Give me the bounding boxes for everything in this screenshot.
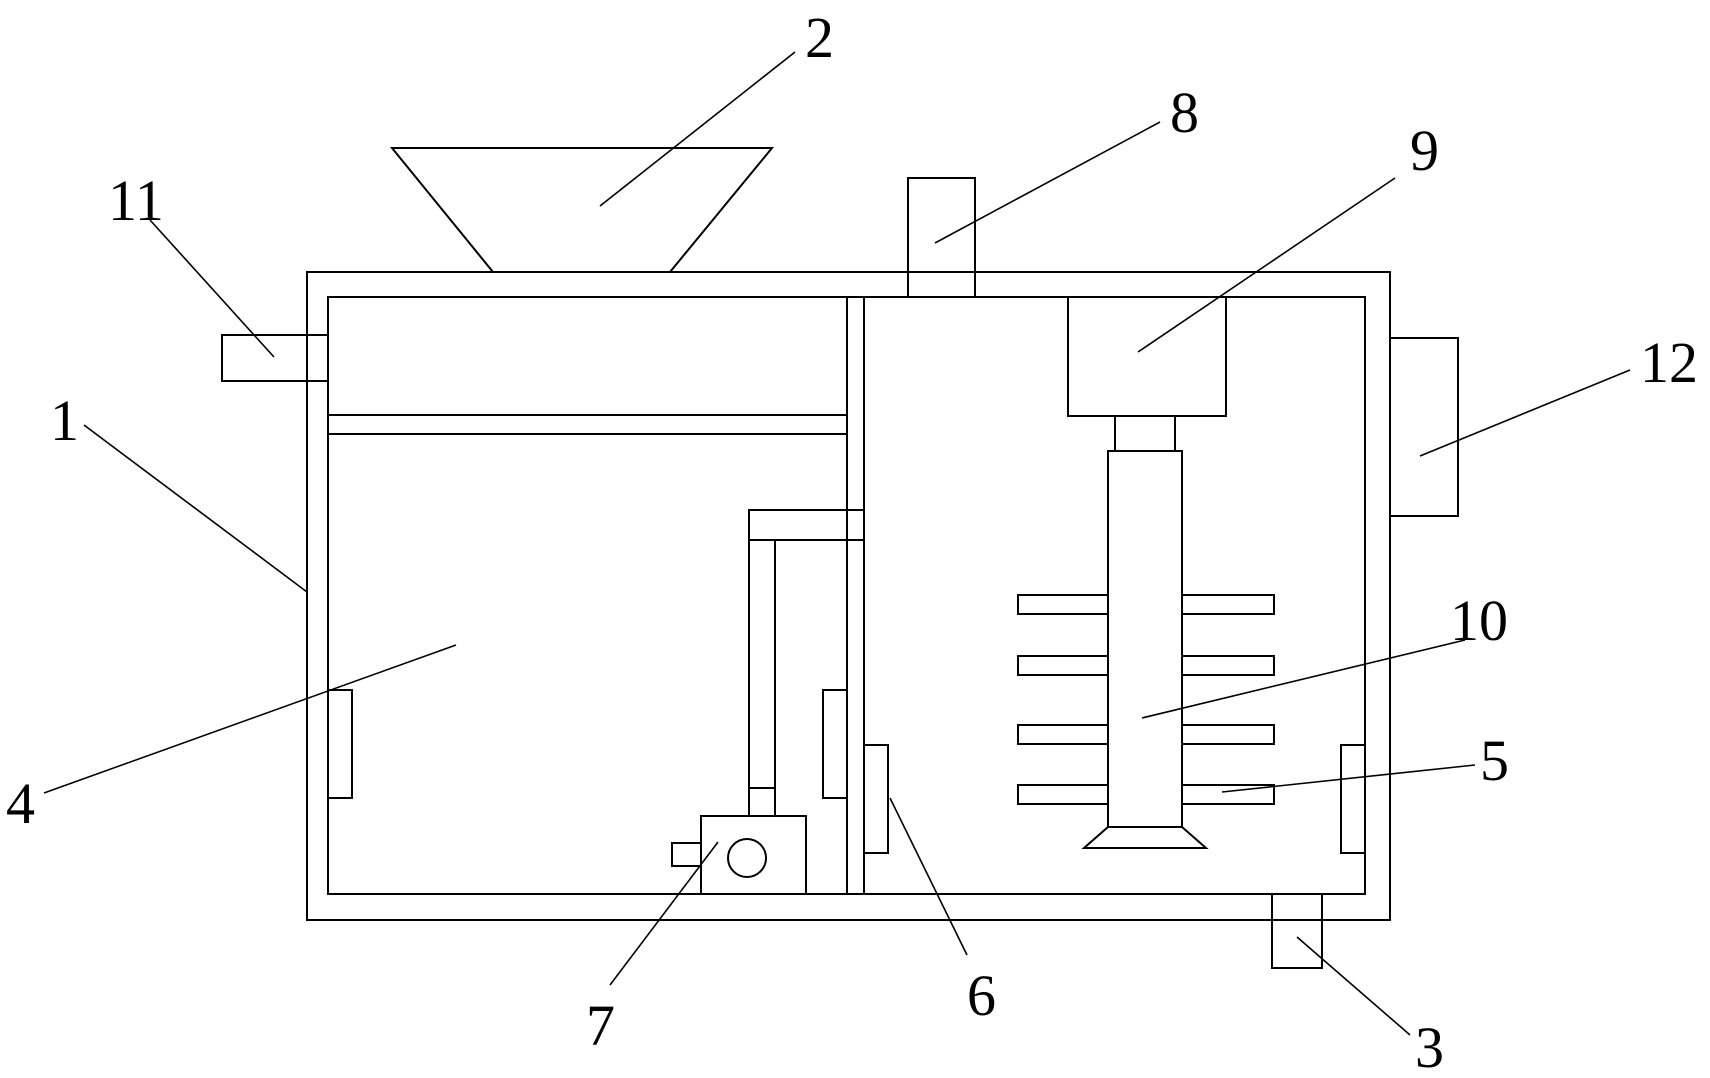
leader-line-9 — [1137, 177, 1396, 353]
leader-line-3 — [1296, 936, 1411, 1036]
pump-rotor-circle — [727, 838, 767, 878]
pump-inlet-stub — [671, 842, 702, 867]
callout-10: 10 — [1450, 588, 1508, 653]
top-vent-pipe — [907, 177, 976, 298]
leader-line-10 — [1141, 639, 1466, 719]
leader-line-8 — [934, 121, 1161, 244]
pipe-horizontal-section — [748, 509, 865, 541]
leader-line-4 — [43, 644, 457, 794]
leader-line-12 — [1419, 369, 1631, 457]
callout-11: 11 — [108, 168, 164, 233]
leader-line-7 — [609, 841, 719, 986]
callout-4: 4 — [6, 771, 35, 836]
stirring-blade — [1017, 724, 1109, 745]
discharge-outlet — [1271, 893, 1323, 969]
stirring-blade — [1017, 784, 1109, 805]
callout-9: 9 — [1410, 118, 1439, 183]
side-inlet-pipe — [221, 334, 329, 382]
leader-line-2 — [599, 51, 796, 207]
shaft-bottom-scraper — [1081, 826, 1209, 849]
callout-1: 1 — [50, 388, 79, 453]
leader-line-11 — [149, 219, 275, 358]
callout-7: 7 — [586, 993, 615, 1058]
stirring-blade — [1181, 655, 1275, 676]
callout-12: 12 — [1640, 330, 1698, 395]
motor-coupling — [1114, 415, 1176, 452]
stirring-blade — [1017, 655, 1109, 676]
callout-2: 2 — [805, 5, 834, 70]
central-partition — [846, 296, 865, 895]
pump-body — [700, 815, 807, 895]
stirring-blade — [1181, 784, 1275, 805]
leader-line-1 — [83, 424, 308, 593]
stirring-shaft — [1107, 450, 1183, 828]
callout-5: 5 — [1480, 728, 1509, 793]
left-wall-plate — [327, 689, 353, 799]
stirring-blade — [1181, 724, 1275, 745]
leader-line-6 — [889, 797, 968, 956]
callout-6: 6 — [967, 963, 996, 1028]
housing-outer-wall — [306, 271, 1391, 921]
upper-shelf — [327, 414, 848, 435]
stirring-blade — [1017, 594, 1109, 615]
feed-hopper — [389, 147, 775, 273]
leader-line-5 — [1221, 764, 1476, 793]
callout-8: 8 — [1170, 80, 1199, 145]
stirring-blade — [1181, 594, 1275, 615]
motor — [1067, 296, 1227, 417]
control-box — [1389, 337, 1459, 517]
pipe-vertical-section — [748, 539, 776, 817]
right-wall-plate — [1340, 744, 1366, 854]
partition-right-plate — [863, 744, 889, 854]
partition-left-plate — [822, 689, 848, 799]
callout-3: 3 — [1415, 1015, 1444, 1078]
